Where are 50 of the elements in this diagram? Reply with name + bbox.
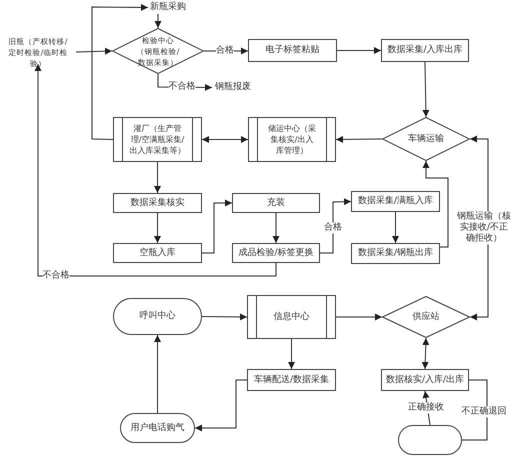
connector-line [462,380,488,440]
terminal-box [398,425,462,455]
arrow [202,313,248,320]
arrow [336,314,382,320]
flow-text: 钢瓶报废 [212,81,254,94]
arrow [154,14,162,28]
process-box: 空瓶入库 [113,243,202,263]
arrow [154,334,161,414]
decision-diamond: 供应站 [382,296,470,338]
arrow [422,338,430,370]
edge-label: 不合格 [42,270,70,282]
arrow [202,200,232,254]
arrow [272,212,280,244]
edge-label: 不正确退回 [462,406,506,418]
arrow [92,4,148,140]
arrow [422,160,448,248]
arrow [336,136,382,143]
arrow [202,136,248,143]
subprocess-box: 储运中心（采集核实/出入库管理） [248,117,336,162]
arrow [76,48,112,55]
process-box: 数据采集/钢瓶出库 [351,243,440,264]
decision-diamond: 车辆运输 [382,117,470,161]
process-box: 充装 [232,193,320,213]
arrow [194,380,248,432]
arrow [320,198,352,254]
arrow [34,64,276,276]
terminal-box: 用户电话购气 [120,413,195,443]
process-box: 数据核实/入库/出库 [381,369,469,391]
process-box: 电子标签粘贴 [248,39,337,62]
arrow [154,212,161,244]
terminal-box: 呼叫中心 [113,298,202,335]
arrow [204,48,248,54]
edge-label: 合格 [324,222,342,234]
process-box: 成品检验/标签更换 [232,243,320,263]
arrow [422,62,430,118]
flow-text: 新瓶采购 [148,1,188,14]
edge-label: 正确接收 [408,402,444,414]
edge-label: 不合格 [168,82,196,92]
subprocess-box: 信息中心 [247,295,336,339]
edge-label: 合格 [216,46,234,56]
process-box: 数据采集核实 [113,193,202,213]
subprocess-box: 灌厂（生产管理/空满瓶采集/出入库采集等） [113,117,202,162]
arrow [336,47,382,54]
arrow [392,212,399,244]
arrow [288,338,295,370]
process-box: 车辆配送/数据采集 [247,369,336,391]
arrow [154,162,161,194]
process-box: 数据采集/满瓶入库 [351,191,440,212]
process-box: 数据采集/入库出库 [381,39,469,62]
edge-label: 钢瓶运输（核实接收/不正确拒收） [456,212,511,244]
